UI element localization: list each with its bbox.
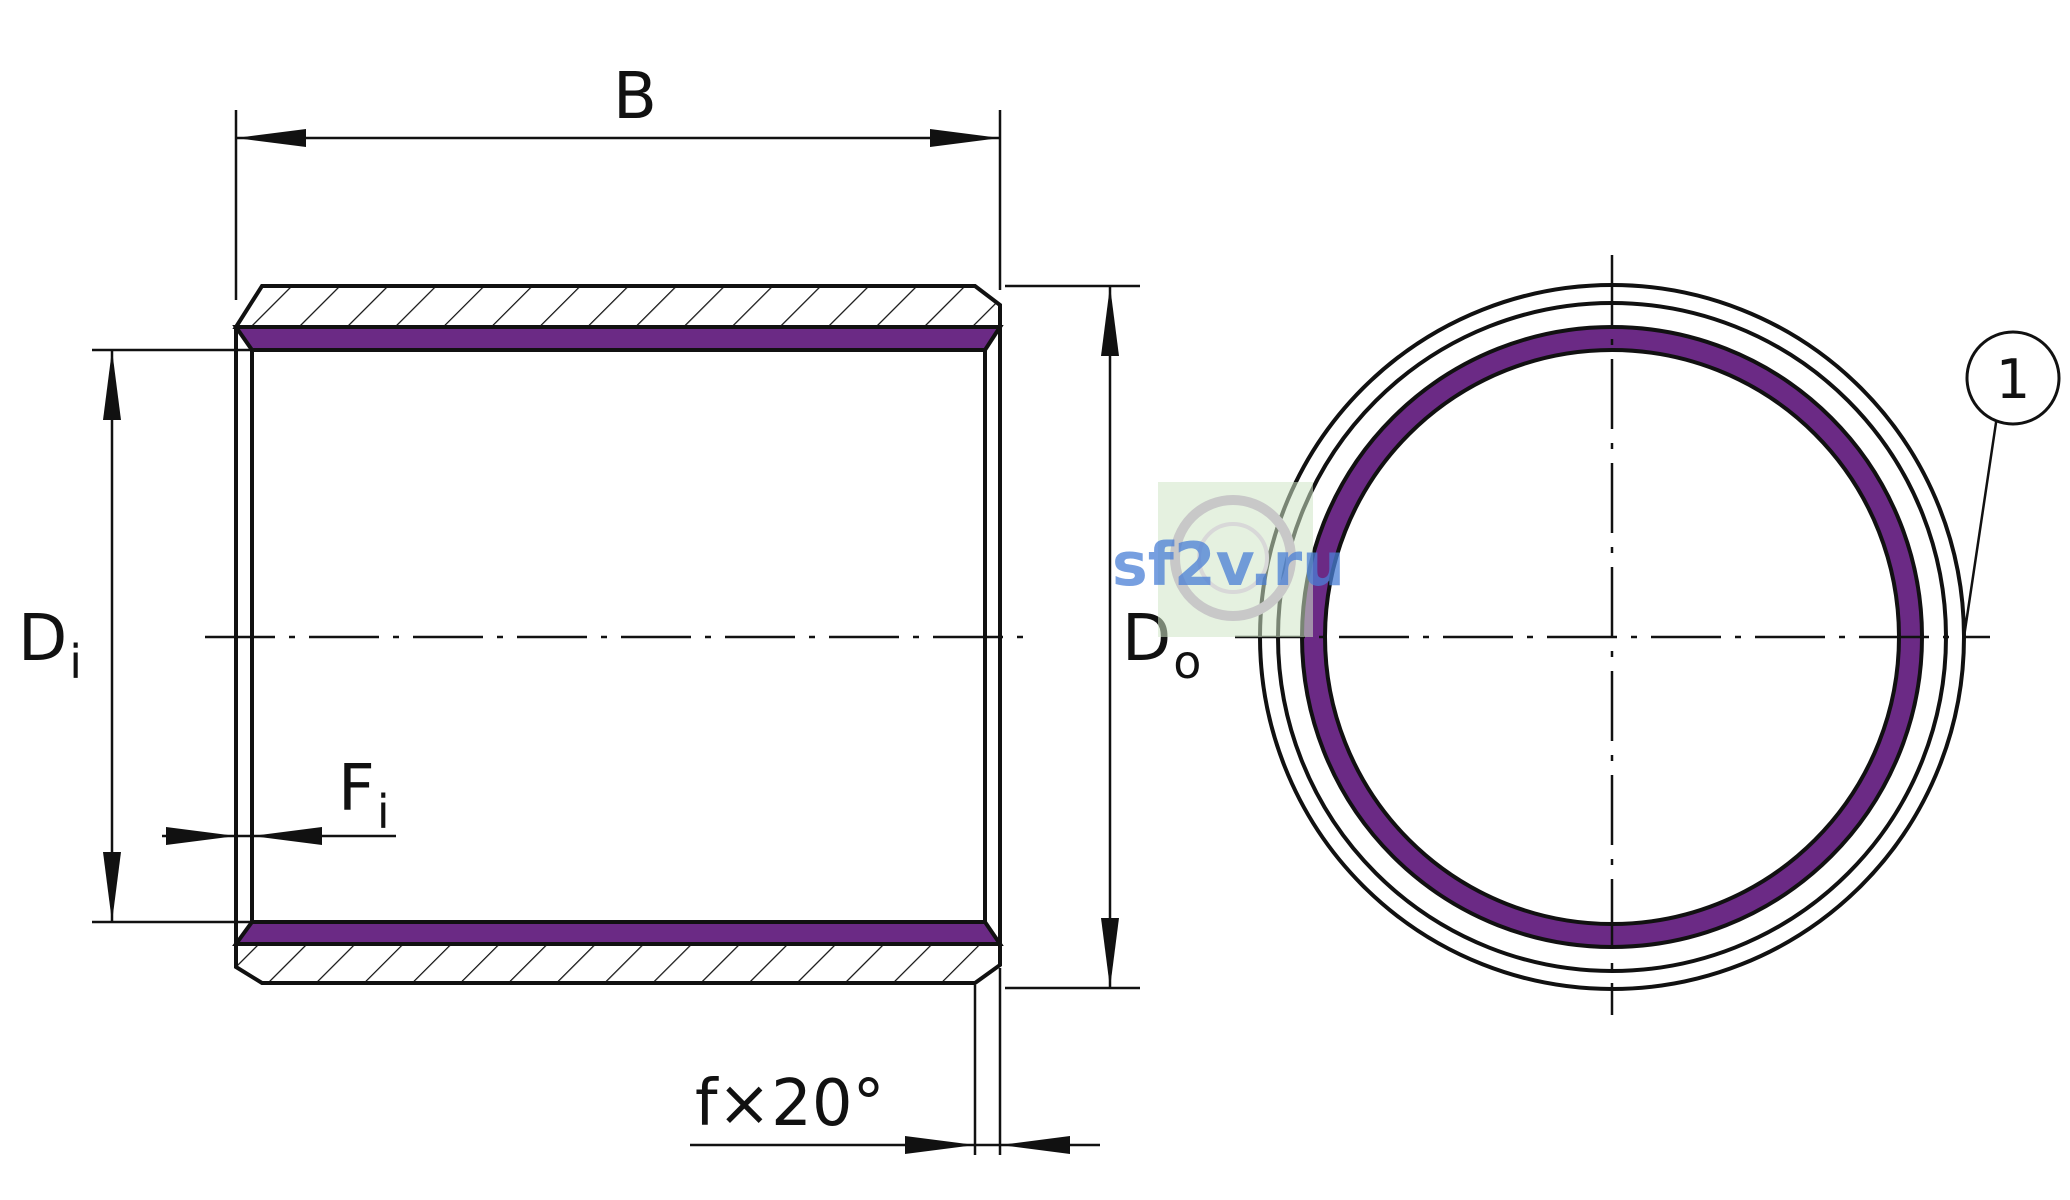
dimension-b bbox=[234, 110, 1002, 300]
label-fi-sub: i bbox=[377, 785, 390, 839]
top-sliding-layer bbox=[232, 325, 1004, 352]
watermark: sf2v.ru bbox=[1112, 482, 1345, 637]
label-fi: Fi bbox=[338, 752, 390, 839]
label-do: Do bbox=[1122, 602, 1201, 689]
dimension-do bbox=[1005, 284, 1140, 990]
label-do-sub: o bbox=[1173, 635, 1201, 689]
label-di: Di bbox=[18, 602, 82, 689]
label-f-chamfer: f×20° bbox=[695, 1067, 885, 1141]
bottom-sliding-layer bbox=[232, 920, 1004, 946]
label-di-sub: i bbox=[69, 635, 82, 689]
bearing-logo-icon bbox=[1170, 495, 1296, 621]
bottom-wall-shell bbox=[234, 942, 1002, 985]
dimension-fi bbox=[162, 827, 396, 845]
front-view bbox=[1235, 255, 1990, 1015]
callout-1-label: 1 bbox=[1996, 348, 2030, 411]
side-view bbox=[232, 284, 1004, 985]
callout-1 bbox=[1962, 330, 2061, 638]
watermark-text: sf2v.ru bbox=[1112, 530, 1345, 600]
label-fi-main: F bbox=[338, 752, 375, 826]
dimension-f bbox=[690, 968, 1100, 1155]
label-di-main: D bbox=[18, 602, 67, 676]
dimension-di bbox=[92, 348, 252, 924]
label-b: B bbox=[613, 60, 657, 134]
